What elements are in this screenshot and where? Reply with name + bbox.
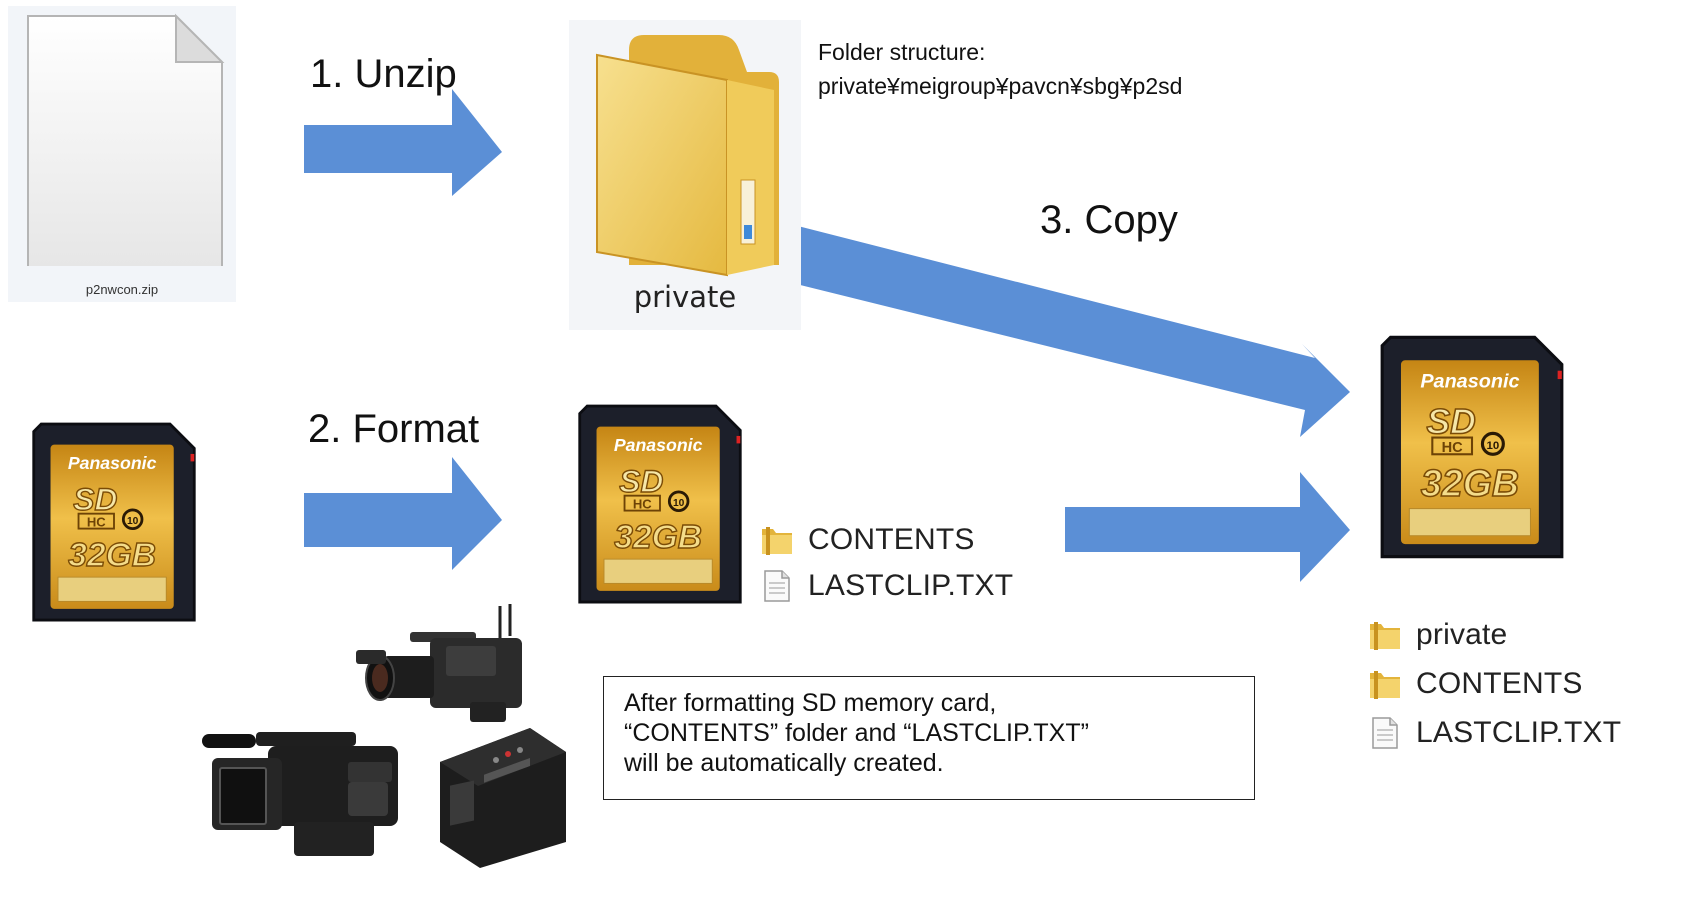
file-name: LASTCLIP.TXT	[808, 569, 1014, 602]
file-name: CONTENTS	[1416, 666, 1583, 700]
zip-file-icon	[27, 13, 225, 266]
format-note: After formatting SD memory card, “CONTEN…	[603, 676, 1255, 800]
zip-file-name: p2nwcon.zip	[85, 282, 159, 297]
note-line-3: will be automatically created.	[624, 749, 944, 777]
final-file-list: private CONTENTS LASTCLIP.TXT	[1368, 610, 1621, 757]
text-file-icon	[1368, 716, 1402, 750]
final-copy-arrow	[1065, 472, 1350, 582]
folder-structure-path: private¥meigroup¥pavcn¥sbg¥p2sd	[818, 73, 1183, 99]
sd-card-formatted	[576, 396, 744, 614]
note-line-2: “CONTENTS” folder and “LASTCLIP.TXT”	[624, 719, 1089, 747]
file-name: LASTCLIP.TXT	[1416, 715, 1622, 749]
camcorder-handheld-icon	[202, 732, 398, 856]
folder-icon	[760, 524, 794, 556]
folder-icon	[1368, 668, 1402, 700]
camcorder-large-icon	[356, 604, 522, 722]
folder-icon	[596, 35, 779, 277]
format-arrow	[304, 457, 502, 570]
sd-card-final	[1378, 326, 1566, 570]
text-file-icon	[760, 569, 794, 603]
file-row-lastclip[interactable]: LASTCLIP.TXT	[760, 563, 1013, 609]
folder-icon	[1368, 619, 1402, 651]
unzip-arrow	[304, 89, 502, 196]
folder-name: private	[633, 280, 737, 314]
zip-file[interactable]: p2nwcon.zip	[8, 6, 236, 302]
file-name: private	[1416, 617, 1508, 651]
note-line-1: After formatting SD memory card,	[624, 689, 997, 717]
sd-card-original	[30, 414, 198, 632]
step-copy-label: 3. Copy	[1040, 198, 1178, 242]
file-row-contents[interactable]: CONTENTS	[1368, 659, 1621, 708]
private-folder[interactable]: private	[569, 20, 801, 330]
file-row-private[interactable]: private	[1368, 610, 1621, 659]
file-row-lastclip[interactable]: LASTCLIP.TXT	[1368, 708, 1621, 757]
copy-arrow	[776, 224, 1350, 437]
recorder-device-icon	[440, 728, 566, 868]
file-name: CONTENTS	[808, 523, 975, 556]
step-format-label: 2. Format	[308, 407, 480, 451]
step-unzip-label: 1. Unzip	[310, 52, 457, 96]
file-row-contents[interactable]: CONTENTS	[760, 517, 1013, 563]
folder-structure-title: Folder structure:	[818, 39, 986, 65]
formatted-file-list: CONTENTS LASTCLIP.TXT	[760, 517, 1013, 609]
